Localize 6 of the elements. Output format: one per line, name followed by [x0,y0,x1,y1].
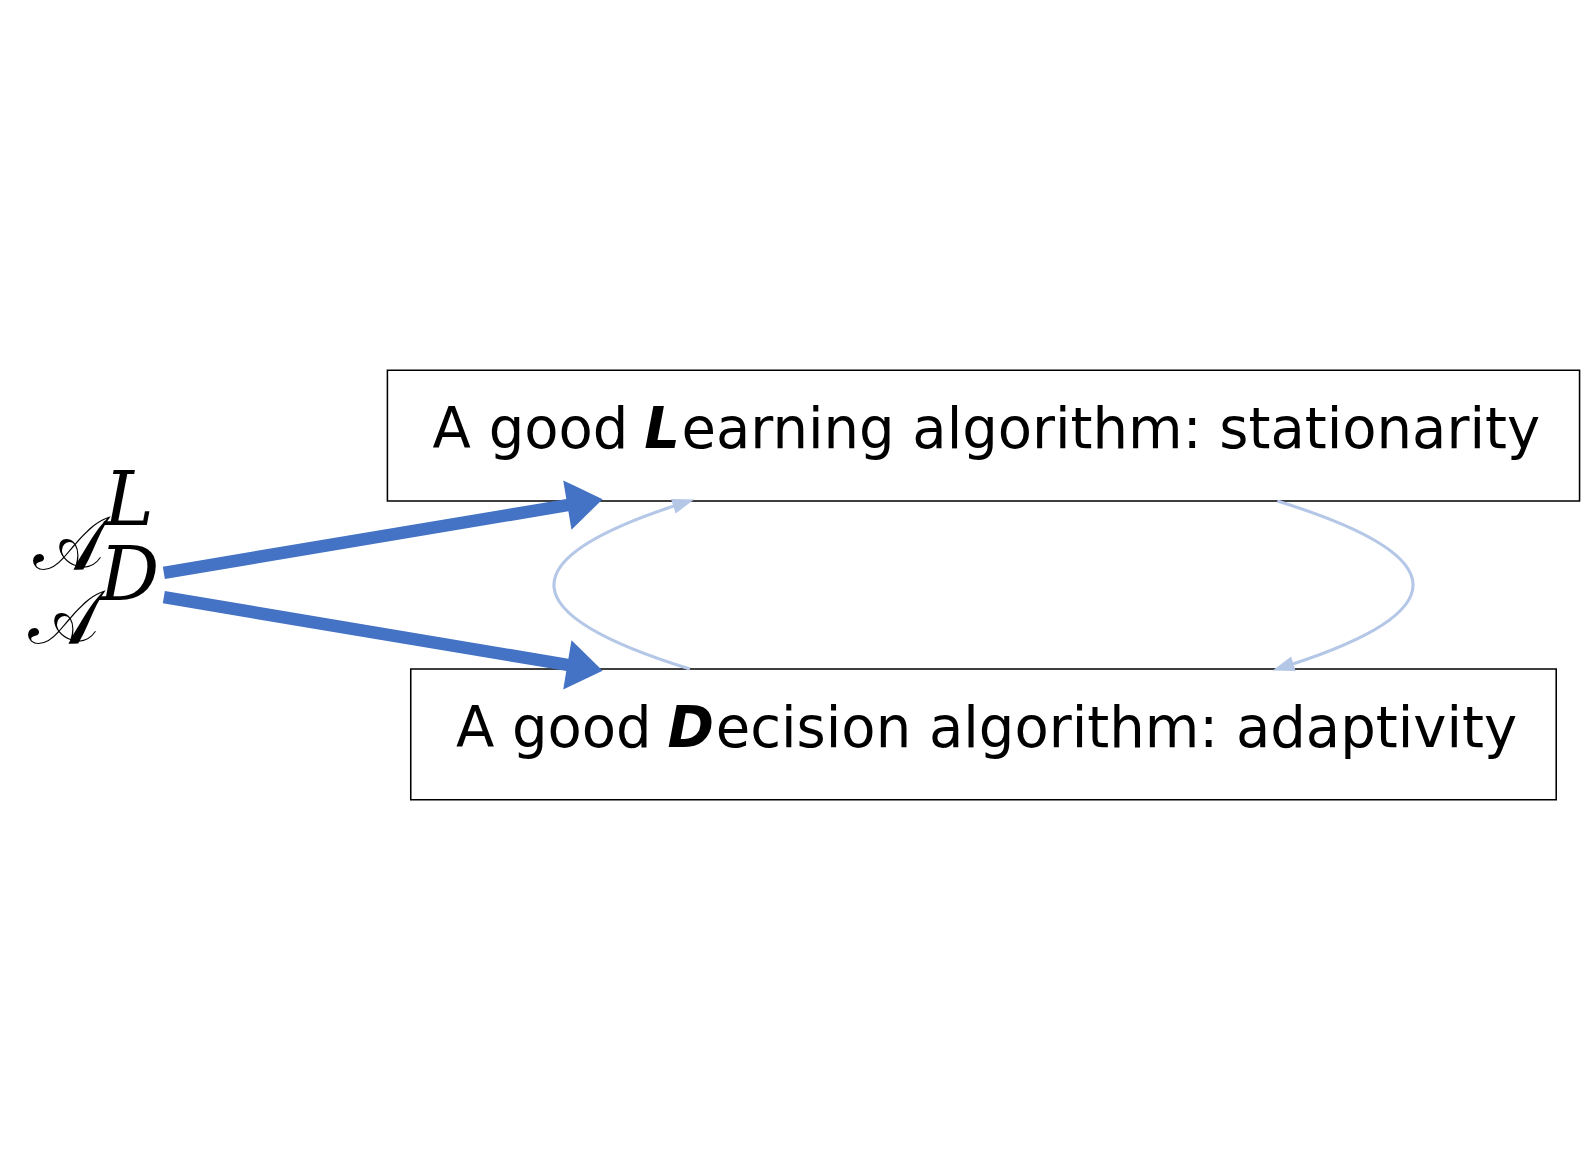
node-box: A good Learning algorithm: stationarity [386,368,1581,502]
arrow [552,498,695,670]
node-box: A good Decision algorithm: adaptivity [409,667,1557,801]
arrow [162,590,603,690]
arrow [1272,499,1415,671]
arrow [162,479,603,579]
